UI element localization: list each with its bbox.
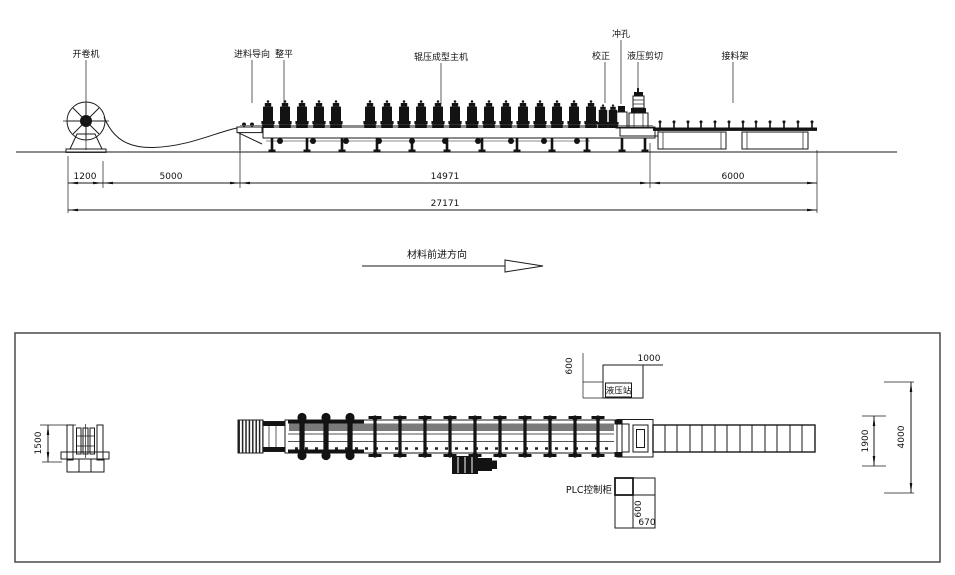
plan-view: 1500 [14, 332, 941, 563]
shear-plan [614, 419, 654, 458]
dim-1500-group: 1500 [34, 424, 76, 463]
drive-motor-plan [452, 456, 497, 474]
dim-1500: 1500 [34, 431, 44, 454]
plan-width-dimensions: 1900 4000 [861, 381, 914, 494]
plc-cabinet-label: PLC控制柜 [566, 484, 613, 496]
direction-label: 材料前进方向 [407, 248, 467, 261]
dim-27171: 27171 [431, 199, 460, 209]
bed-legs [268, 138, 649, 153]
dim-14971: 14971 [431, 172, 460, 182]
straightener-punch-shear [597, 88, 659, 137]
rack-posts [658, 120, 814, 128]
dim-4000: 4000 [897, 425, 907, 448]
dim-plc-600: 600 [634, 500, 644, 517]
elevation-view: 开卷机 进料导向 整平 辊压成型主机 校正 冲孔 液压剪切 接料架 [16, 28, 897, 213]
direction-indicator: 材料前进方向 [362, 248, 544, 273]
elevation-dimensions: 1200 5000 14971 6000 27171 [67, 143, 818, 213]
feed-guide-label: 进料导向 [234, 48, 270, 60]
dim-5000: 5000 [160, 172, 183, 182]
punch-label: 冲孔 [612, 28, 630, 40]
dim-hs-1000: 1000 [638, 354, 661, 364]
plc-cabinet-box [614, 477, 656, 529]
sheet-curve [103, 116, 238, 149]
hydraulic-shear-label: 液压剪切 [627, 50, 663, 62]
plc-cabinet-annotation: PLC控制柜 600 670 [566, 477, 656, 529]
receiving-rack-plan [652, 424, 816, 453]
bed-shafts [277, 138, 580, 144]
straightener-label: 校正 [592, 50, 610, 62]
dim-1200: 1200 [74, 172, 97, 182]
leveler-label: 整平 [275, 48, 293, 60]
dim-1900: 1900 [861, 429, 871, 452]
dim-hs-600: 600 [565, 357, 575, 374]
decoiler-elevation [63, 60, 109, 153]
hydraulic-station-annotation: 液压站 1000 600 [565, 353, 663, 399]
machine-bed [240, 125, 656, 153]
infeed-guide [236, 122, 263, 150]
roll-stands [261, 100, 598, 128]
main-machine-label: 辊压成型主机 [414, 51, 468, 63]
machine-plan [237, 412, 654, 474]
hydraulic-station-label: 液压站 [606, 386, 632, 397]
dim-6000: 6000 [722, 172, 745, 182]
dim-plc-670: 670 [638, 518, 655, 528]
elevation-labels: 开卷机 进料导向 整平 辊压成型主机 校正 冲孔 液压剪切 接料架 [72, 28, 749, 104]
receiving-rack-label: 接料架 [721, 50, 748, 62]
direction-arrowhead [504, 259, 544, 273]
receiving-rack-elevation [653, 120, 817, 150]
decoiler-label: 开卷机 [72, 48, 99, 60]
hydraulic-station-box [602, 364, 644, 399]
decoiler-plan: 1500 [34, 424, 110, 473]
